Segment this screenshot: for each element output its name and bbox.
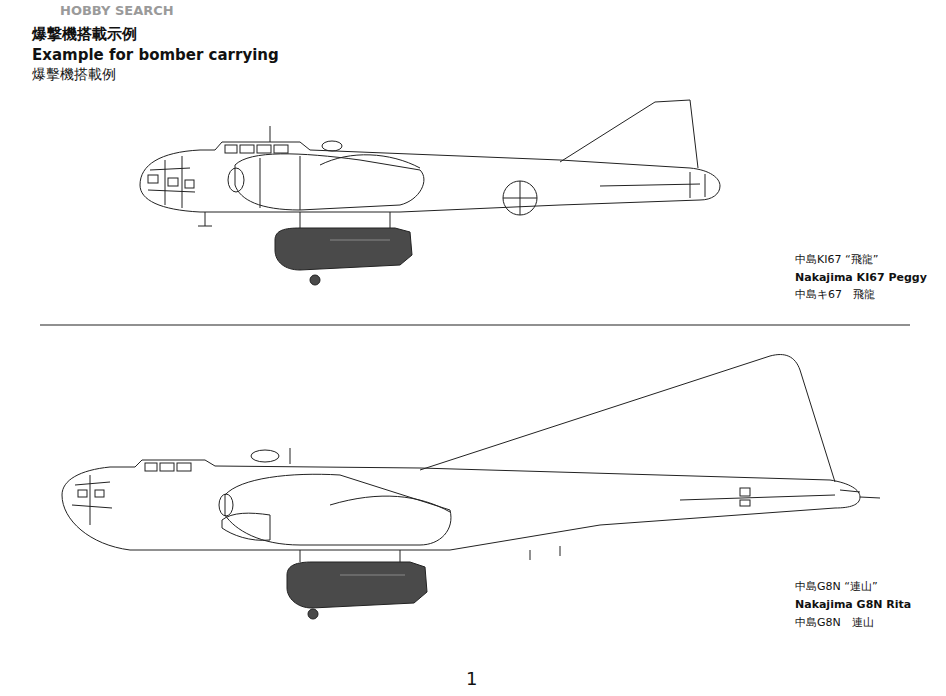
aircraft-name: 中島G8N “連山” [795,580,878,593]
aircraft-name-english: Nakajima G8N Rita [795,598,911,611]
heading-chinese: 爆擊機搭載例 [32,66,116,83]
aircraft-name: 中島キ67 飛龍 [795,288,875,301]
page-number: 1 [466,668,477,690]
heading: Example for bomber carrying [32,46,279,64]
aircraft-name-english: Nakajima KI67 Peggy [795,271,927,284]
aircraft-name: 中島G8N 連山 [795,616,874,629]
heading-japanese: 爆撃機搭載示例 [32,25,137,43]
aircraft-name: 中島KI67 “飛龍” [795,253,878,266]
watermark: HOBBY SEARCH [60,3,174,19]
